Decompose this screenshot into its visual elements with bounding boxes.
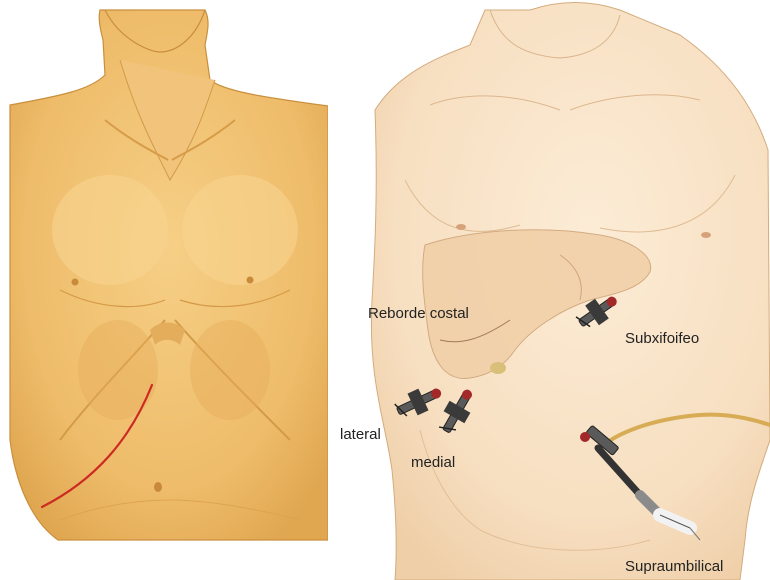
label-subxifoideo: Subxifoifeo: [625, 331, 699, 346]
left-torso-illustration: [10, 0, 328, 580]
left-nipple: [456, 224, 466, 230]
right-nipple: [247, 277, 254, 284]
right-torso-illustration: [342, 0, 770, 580]
left-nipple: [72, 279, 79, 286]
panel-divider: [328, 0, 342, 580]
gallbladder: [490, 362, 506, 374]
label-supraumbilical: Supraumbilical: [625, 559, 723, 574]
label-medial: medial: [411, 455, 455, 470]
label-lateral: lateral: [340, 427, 381, 442]
navel: [154, 482, 162, 492]
right-nipple: [701, 232, 711, 238]
label-reborde-costal: Reborde costal: [368, 306, 469, 321]
